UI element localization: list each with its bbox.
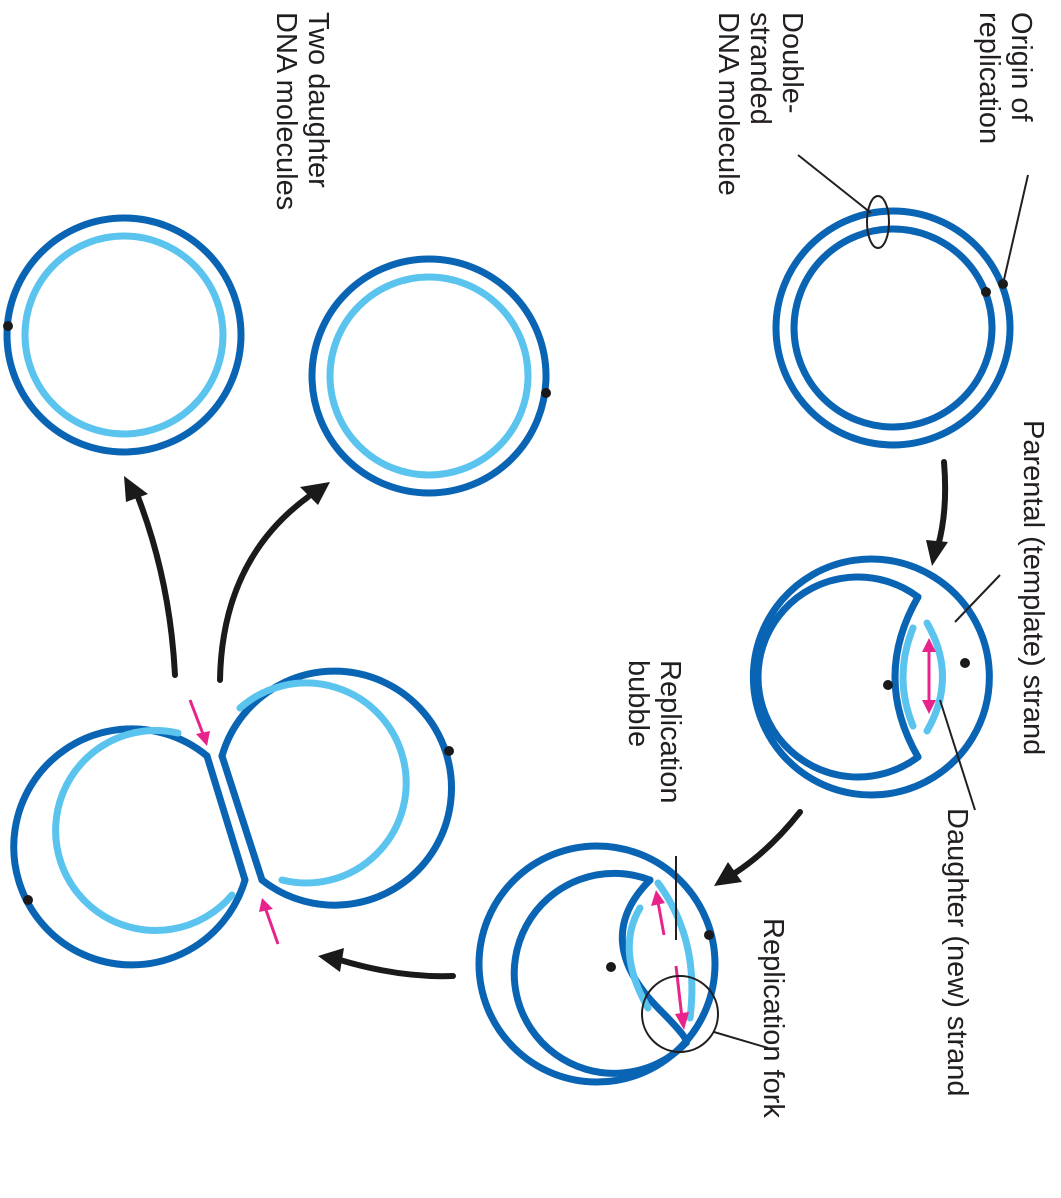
- label-replication-bubble: Replication bubble: [622, 660, 686, 812]
- daughter-molecule-2: [3, 218, 241, 452]
- outer-parental-strand: [753, 559, 934, 795]
- outer-parental-strand: [776, 211, 1010, 445]
- label-line: replication: [973, 12, 1005, 144]
- label-line: DNA molecules: [270, 12, 302, 210]
- step-arrow-1: [926, 462, 948, 566]
- label-double-stranded-dna: Double- stranded DNA molecule: [712, 12, 808, 196]
- label-line: Daughter (new) strand: [941, 808, 973, 1097]
- label-origin-of-replication: Origin of replication: [973, 12, 1037, 144]
- label-replication-fork: Replication fork: [757, 918, 789, 1118]
- label-line: Replication fork: [757, 918, 789, 1118]
- origin-dot: [541, 388, 551, 398]
- daughter-strand: [330, 277, 528, 475]
- stage-4-separating-molecules: [14, 671, 454, 965]
- label-daughter-new-strand: Daughter (new) strand: [941, 808, 973, 1097]
- origin-dot: [3, 321, 13, 331]
- double-stranded-leader-line: [798, 155, 871, 213]
- parental-strand: [7, 218, 241, 452]
- daughter-leader-line: [940, 700, 975, 810]
- daughter-molecule-1: [312, 259, 551, 493]
- stage-1-double-stranded-dna: [776, 155, 1028, 445]
- daughter-strand: [25, 236, 223, 434]
- origin-dot: [23, 895, 33, 905]
- label-line: Two daughter: [302, 12, 334, 188]
- label-line: bubble: [622, 660, 654, 747]
- step-arrow-4a: [220, 482, 330, 680]
- label-line: Parental (template) strand: [1017, 420, 1049, 755]
- step-arrow-3: [318, 948, 453, 976]
- step-arrow-2: [714, 812, 800, 886]
- fork-arrow-right: [676, 966, 682, 1018]
- origin-leader-line: [1003, 175, 1028, 284]
- parental-strand: [312, 259, 546, 493]
- label-line: Origin of: [1005, 12, 1037, 123]
- origin-dot: [606, 962, 616, 972]
- fork-arrow-top: [190, 700, 203, 734]
- double-strand-marker-ellipse: [867, 196, 889, 248]
- origin-dot: [444, 746, 454, 756]
- origin-dot: [981, 287, 991, 297]
- daughter-strand-inner: [903, 628, 913, 726]
- fork-arrow-bottom: [266, 910, 278, 944]
- origin-dot: [704, 930, 714, 940]
- label-parental-template-strand: Parental (template) strand: [1017, 420, 1049, 755]
- label-two-daughter-molecules: Two daughter DNA molecules: [270, 12, 334, 210]
- stage-2-bubble-initiation: [753, 559, 1000, 810]
- label-line: DNA molecule: [712, 12, 744, 196]
- fork-arrow-left: [658, 902, 664, 935]
- inner-parental-strand: [794, 229, 992, 427]
- label-line: Replication: [654, 660, 686, 803]
- origin-dot: [960, 658, 970, 668]
- step-arrow-4b: [124, 476, 175, 675]
- label-line: stranded: [744, 12, 776, 125]
- origin-dot: [883, 680, 893, 690]
- right-lobe-daughter-strand: [240, 683, 406, 883]
- label-line: Double-: [776, 12, 808, 114]
